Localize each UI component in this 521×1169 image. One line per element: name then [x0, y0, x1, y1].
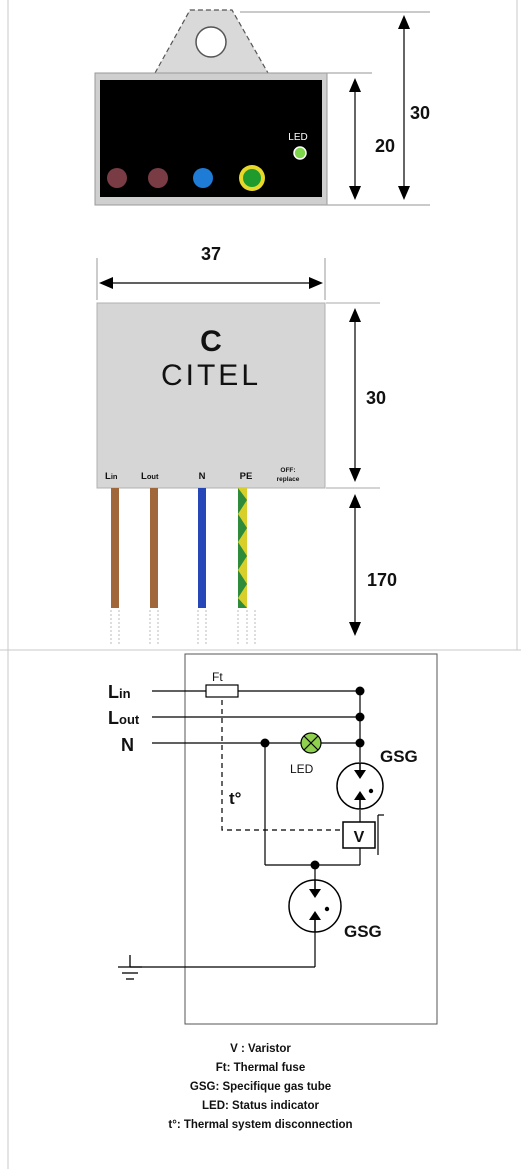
terminal-lin: Lin	[105, 471, 118, 482]
legend-item-fuse: Ft: Thermal fuse	[215, 1062, 306, 1074]
sch-label-lout: Lout	[108, 708, 140, 728]
gas-tube-icon-top	[336, 762, 384, 810]
top-led-icon	[293, 146, 307, 160]
indicator-dot-2	[148, 168, 168, 188]
legend-item-gas-tube: GSG: Specifique gas tube	[189, 1081, 332, 1093]
arrow-37-right	[309, 277, 323, 289]
legend-item-led: LED: Status indicator	[202, 1100, 319, 1112]
schematic-box	[184, 653, 438, 1025]
wire-pe-yellow	[238, 488, 247, 608]
arrow-37-left	[99, 277, 113, 289]
schematic-wires	[152, 690, 361, 968]
arrow-170-bottom	[349, 622, 361, 636]
citel-logo-mark: C	[200, 325, 222, 358]
gas-tube-icon-bottom	[288, 879, 342, 933]
indicator-dot-3	[193, 168, 213, 188]
wire-lout	[150, 488, 158, 608]
front-view: 37 C CITEL Lin Lout N PE OFF: replace	[96, 244, 397, 645]
indicator-dot-1	[107, 168, 127, 188]
terminal-n: N	[199, 471, 206, 482]
wire-pe-green-stripe	[238, 488, 247, 608]
junction-dots	[260, 686, 365, 870]
sch-label-led: LED	[290, 762, 314, 776]
arrow-170-top	[349, 494, 361, 508]
wire-n	[198, 488, 206, 608]
top-led-label: LED	[288, 132, 307, 143]
legend: V : Varistor Ft: Thermal fuse GSG: Speci…	[0, 1040, 521, 1135]
sch-label-n: N	[121, 735, 134, 755]
sch-label-lin: Lin	[108, 682, 131, 702]
thermal-link-dashed	[221, 700, 343, 831]
sch-label-gsg-top: GSG	[380, 747, 418, 766]
terminal-pe: PE	[240, 471, 253, 482]
ground-icon	[118, 955, 160, 980]
citel-logo-text: CITEL	[161, 359, 261, 392]
dim-20: 20	[375, 136, 395, 156]
sch-label-gsg-bottom: GSG	[344, 922, 382, 941]
arrow-20-top	[349, 78, 361, 92]
terminal-off: OFF:	[280, 467, 295, 474]
arrow-30b-bottom	[349, 468, 361, 482]
varistor-icon	[342, 814, 384, 855]
fuse-icon	[205, 684, 239, 698]
front-casing	[96, 302, 326, 489]
arrow-30-top	[398, 15, 410, 29]
top-dim-lines	[240, 11, 430, 206]
sch-label-t: t°	[229, 789, 242, 808]
arrow-20-bottom	[349, 186, 361, 200]
mounting-hole	[195, 26, 227, 58]
terminal-off-replace: replace	[277, 476, 300, 483]
sch-label-ft: Ft	[212, 670, 223, 684]
top-view: LED 20 30	[94, 9, 430, 206]
dim-37: 37	[201, 244, 221, 264]
legend-item-varistor: V : Varistor	[230, 1043, 291, 1055]
terminal-lout: Lout	[141, 471, 159, 482]
dim-170: 170	[367, 570, 397, 590]
cable-ends	[110, 610, 256, 645]
dim-30-front: 30	[366, 388, 386, 408]
dim-30-top: 30	[410, 103, 430, 123]
indicator-dot-4	[243, 169, 261, 187]
schematic: Lin Lout N	[108, 653, 438, 1025]
arrow-30b-top	[349, 308, 361, 322]
sch-label-v: V	[354, 829, 365, 846]
arrow-30-bottom	[398, 186, 410, 200]
wire-lin	[111, 488, 119, 608]
legend-item-thermal: t°: Thermal system disconnection	[168, 1119, 353, 1131]
